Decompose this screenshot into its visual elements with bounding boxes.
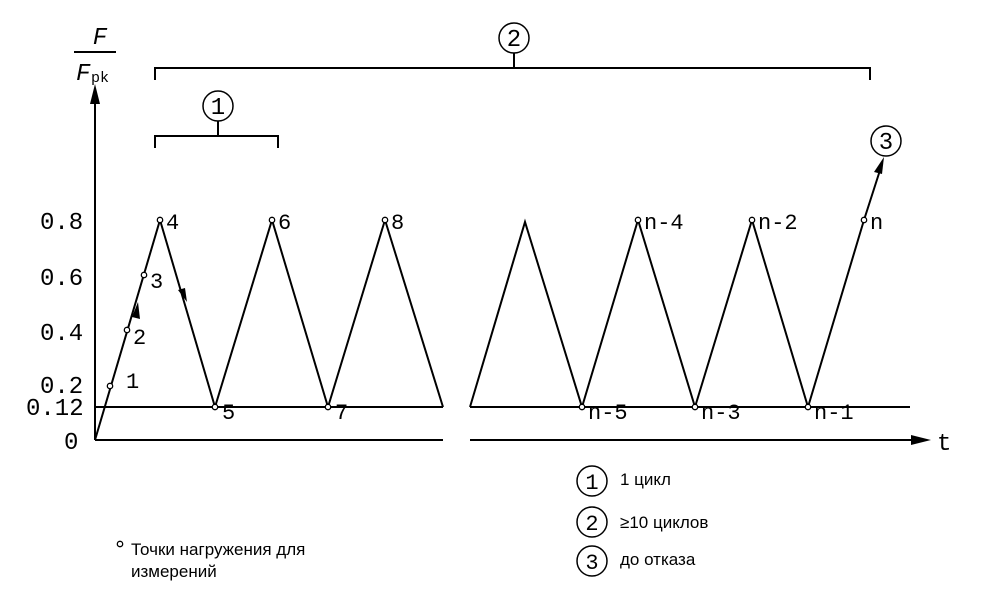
measurement-point: [211, 403, 219, 411]
measurement-point: [324, 403, 332, 411]
measurement-point: [268, 216, 276, 224]
failure-arrowhead: [874, 157, 884, 174]
bracket-label-circle: [498, 22, 530, 54]
point-label: 3: [150, 270, 163, 295]
measurement-point: [106, 382, 114, 390]
legend-number: 1: [585, 471, 598, 496]
measurement-point: [804, 403, 812, 411]
point-label: n-2: [758, 211, 798, 236]
legend-text: ≥10 циклов: [620, 513, 708, 532]
measurement-point: [634, 216, 642, 224]
y-tick-label: 0.6: [40, 266, 83, 293]
bracket-number: 3: [879, 130, 893, 157]
measurement-point: [578, 403, 586, 411]
legend-point-marker: [116, 540, 124, 548]
bracket-number: 2: [507, 27, 521, 54]
measurement-point: [381, 216, 389, 224]
load-curve-right: [469, 163, 883, 411]
point-label: 7: [335, 401, 348, 426]
point-label: 1: [126, 370, 139, 395]
measurement-point: [123, 326, 131, 334]
y-axis-label-denominator-subscript: pk: [91, 70, 109, 87]
measurement-point: [156, 216, 164, 224]
point-label: 6: [278, 211, 291, 236]
bracket-label-circle: [870, 125, 902, 157]
point-label: 4: [166, 211, 179, 236]
rising-arrowhead: [132, 302, 140, 319]
point-label: n-5: [588, 401, 628, 426]
legend-circle: [576, 506, 608, 538]
y-tick-label: 0: [64, 430, 78, 457]
legend-text: 1 цикл: [620, 470, 671, 489]
x-axis-arrowhead: [911, 435, 931, 445]
measurement-point: [748, 216, 756, 224]
bracket-ten-cycles: [154, 52, 871, 80]
legend-number: 3: [585, 551, 598, 576]
legend-text: до отказа: [620, 550, 696, 569]
falling-arrowhead: [178, 288, 187, 302]
measurement-point: [691, 403, 699, 411]
y-axis-arrowhead: [90, 84, 100, 104]
points-note-line2: измерений: [131, 562, 217, 581]
legend-circle: [576, 465, 608, 497]
legend-circle: [576, 545, 608, 577]
y-tick-label: 0.12: [26, 396, 84, 423]
y-tick-label: 0.4: [40, 321, 83, 348]
measurement-point: [140, 271, 148, 279]
point-label: n-4: [644, 211, 684, 236]
point-label: 8: [391, 211, 404, 236]
bracket-label-circle: [202, 90, 234, 122]
y-axis-label-denominator: F: [76, 61, 91, 88]
point-label: n: [870, 211, 883, 236]
point-label: n-1: [814, 401, 854, 426]
y-tick-label: 0.2: [40, 374, 83, 401]
measurement-point: [860, 216, 868, 224]
x-axis-label: t: [937, 431, 951, 458]
point-label: n-3: [701, 401, 741, 426]
points-note-line1: Точки нагружения для: [131, 540, 305, 559]
y-axis-label-numerator: F: [93, 25, 108, 52]
bracket-one-cycle: [154, 120, 279, 148]
legend-number: 2: [585, 512, 598, 537]
point-label: 2: [133, 326, 146, 351]
y-tick-label: 0.8: [40, 210, 83, 237]
point-label: 5: [222, 401, 235, 426]
bracket-number: 1: [211, 95, 225, 122]
